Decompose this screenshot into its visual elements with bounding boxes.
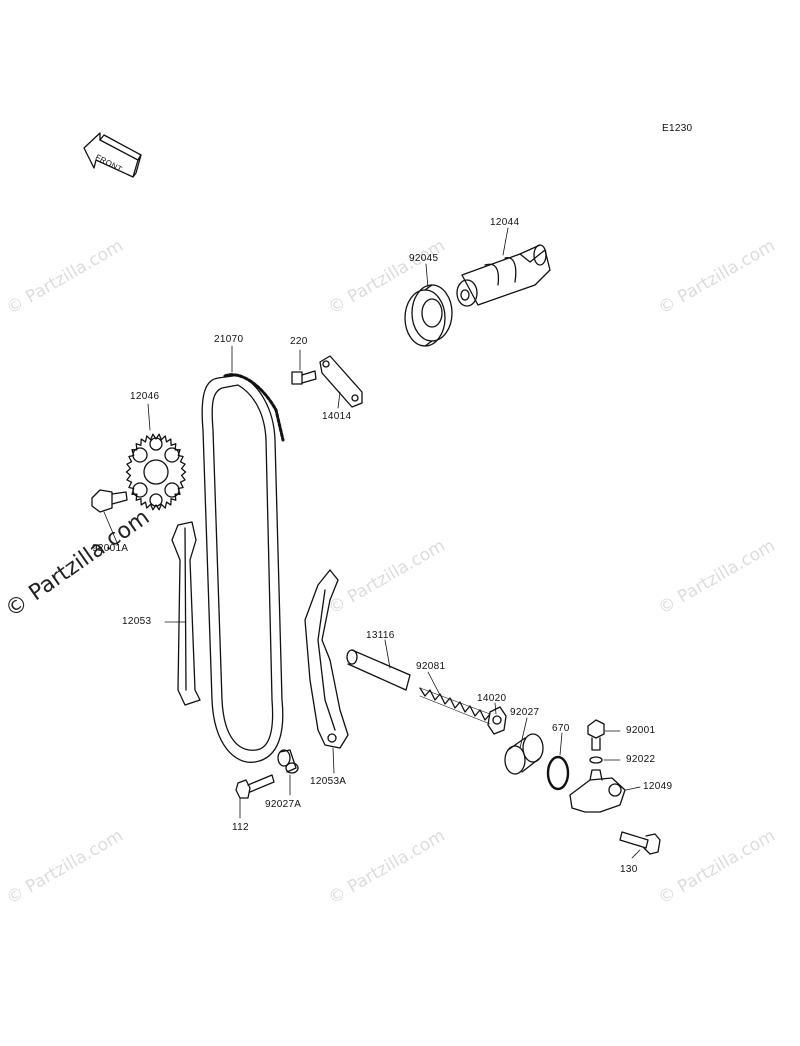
part-label-92081[interactable]: 92081 bbox=[416, 661, 446, 672]
bearing-part bbox=[404, 284, 453, 347]
cam-chain-part bbox=[201, 373, 285, 763]
washer-part bbox=[589, 756, 603, 764]
front-arrow-icon bbox=[83, 132, 142, 178]
part-label-92001[interactable]: 92001 bbox=[626, 725, 656, 736]
tensioner-pin-part bbox=[346, 649, 411, 691]
tensioner-bolt-part bbox=[587, 719, 605, 751]
tensioner-spring-part bbox=[419, 687, 491, 725]
guide-collar-part bbox=[277, 749, 299, 774]
part-label-21070[interactable]: 21070 bbox=[214, 334, 244, 345]
part-label-92027A[interactable]: 92027A bbox=[265, 799, 302, 810]
part-label-12053[interactable]: 12053 bbox=[122, 616, 152, 627]
part-label-13116[interactable]: 13116 bbox=[366, 630, 395, 641]
part-label-130[interactable]: 130 bbox=[620, 864, 638, 875]
part-label-112[interactable]: 112 bbox=[232, 822, 249, 833]
part-label-12044[interactable]: 12044 bbox=[490, 217, 520, 228]
sprocket-bolt-part bbox=[91, 489, 128, 513]
sprocket-part bbox=[125, 433, 187, 511]
tensioner-collar-part bbox=[504, 733, 544, 775]
tensioner-nut-part bbox=[487, 706, 507, 735]
part-label-220[interactable]: 220 bbox=[290, 336, 308, 347]
part-label-92045[interactable]: 92045 bbox=[409, 253, 439, 264]
o-ring-part bbox=[546, 755, 570, 791]
part-label-12046[interactable]: 12046 bbox=[130, 391, 160, 402]
chain-guide-left-part bbox=[171, 521, 201, 706]
tensioner-body-part bbox=[569, 769, 626, 813]
part-label-14020[interactable]: 14020 bbox=[477, 693, 507, 704]
guide-bolt-part bbox=[235, 774, 275, 799]
chain-guide-holder-part bbox=[319, 355, 363, 408]
part-label-92022[interactable]: 92022 bbox=[626, 754, 656, 765]
camshaft-part bbox=[456, 244, 551, 307]
part-label-92027[interactable]: 92027 bbox=[510, 707, 540, 718]
leader-lines bbox=[103, 227, 641, 859]
part-label-670[interactable]: 670 bbox=[552, 723, 570, 734]
chain-guide-right-part bbox=[304, 569, 349, 749]
tensioner-mount-bolt-part bbox=[619, 831, 661, 855]
part-label-92001A[interactable]: 92001A bbox=[92, 543, 129, 554]
part-label-12049[interactable]: 12049 bbox=[643, 781, 673, 792]
bolt-part bbox=[291, 370, 317, 385]
part-label-14014[interactable]: 14014 bbox=[322, 411, 352, 422]
part-label-12053A[interactable]: 12053A bbox=[310, 776, 347, 787]
diagram-code: E1230 bbox=[662, 123, 693, 134]
